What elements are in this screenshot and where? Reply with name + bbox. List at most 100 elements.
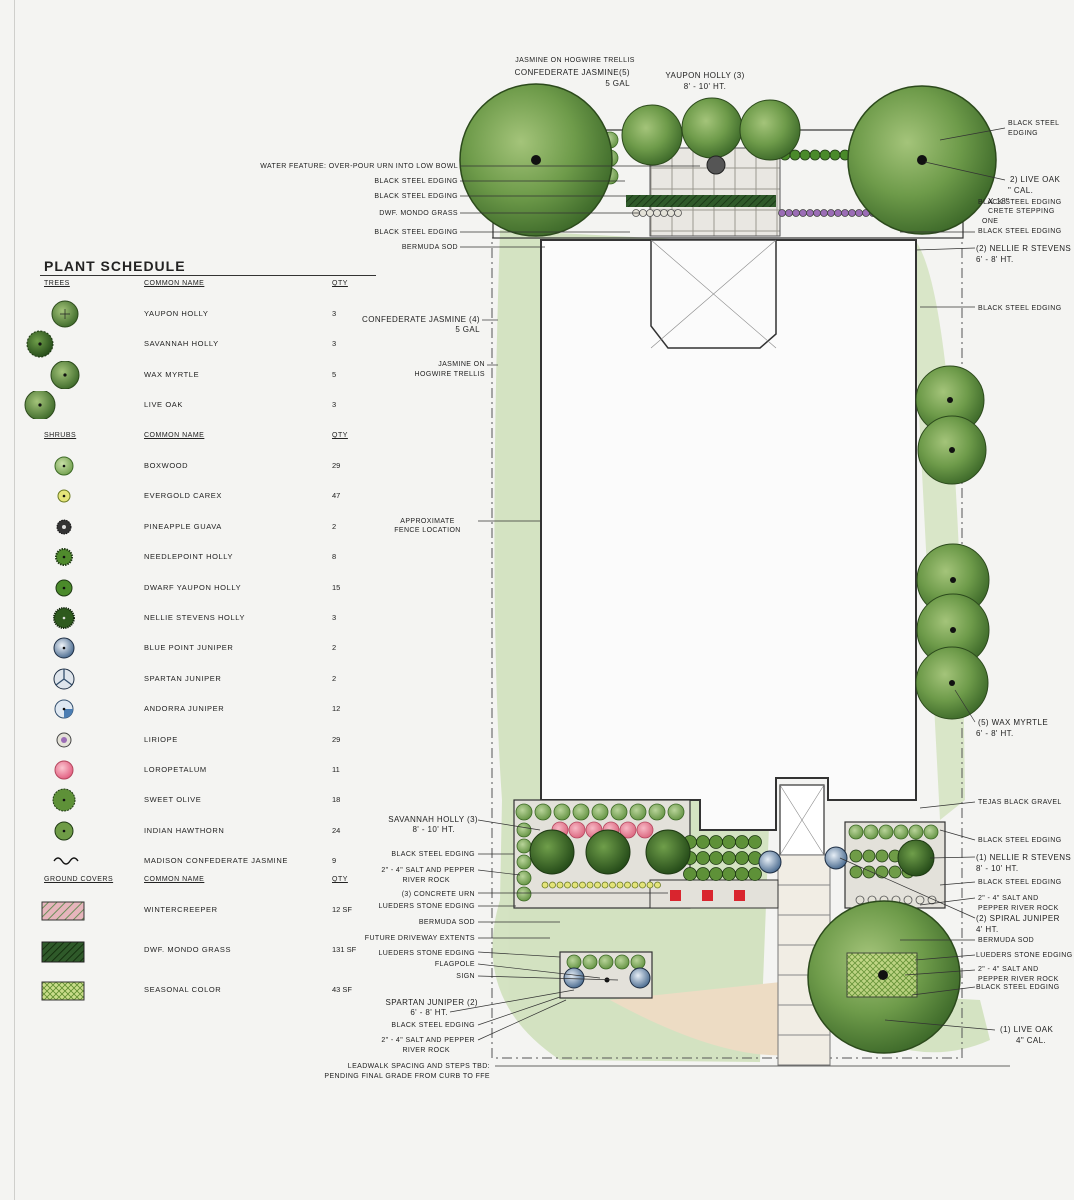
leader-line — [477, 999, 567, 1041]
plant-qty: 8 — [332, 552, 337, 562]
savannah-holly-tree — [529, 829, 575, 875]
label-lueders-stone-edging: LUEDERS STONE EDGING — [378, 950, 475, 957]
plant-qty: 3 — [332, 339, 337, 349]
liriope-plant — [855, 209, 863, 217]
label-salt-pepper-rock: 2" - 4" SALT AND — [978, 895, 1039, 902]
label-black-steel-edging: BLACK STEEL EDGING — [976, 984, 1060, 991]
sweet-olive-shrub — [696, 867, 710, 881]
label-nellie-stevens-height: 8' - 10' Ht. — [976, 864, 1019, 873]
label-tejas-black-gravel: TEJAS BLACK GRAVEL — [978, 799, 1062, 806]
concrete-urn — [670, 890, 681, 901]
urn-bed — [649, 879, 779, 909]
dwarf-yaupon-shrub — [819, 149, 831, 161]
front-shrubs — [515, 803, 939, 970]
plant-name: NELLIE STEVENS HOLLY — [144, 613, 246, 622]
leader-line — [919, 897, 976, 906]
boxwood-shrub — [582, 954, 598, 970]
schedule-col-qty: QTY — [332, 280, 348, 287]
plant-qty: 29 — [332, 461, 341, 470]
label-nellie-stevens-1: (1) NELLIE R STEVENS — [976, 853, 1072, 862]
label-wax-myrtle-height: 6' - 8' Ht. — [976, 729, 1014, 738]
pineapple-guava-icon — [56, 519, 72, 535]
indian-hawthorn-shrub — [849, 849, 863, 863]
boxwood-icon — [54, 456, 74, 476]
liriope-plant — [653, 209, 661, 217]
plant-name: ANDORRA JUNIPER — [144, 704, 225, 714]
indian-hawthorn-icon — [54, 821, 74, 841]
sweet-olive-shrub — [696, 851, 710, 865]
label-approximate: APPROXIMATE — [400, 518, 455, 525]
plant-name: PINEAPPLE GUAVA — [144, 521, 222, 531]
schedule-group-heading: GROUND COVERS — [44, 876, 114, 883]
plant-qty: 12 — [332, 704, 341, 714]
spartan-juniper — [563, 967, 585, 989]
label-dwf-mondo-grass: DWF. MONDO GRASS — [379, 210, 458, 217]
label-river-rock: PEPPER RIVER ROCK — [978, 905, 1059, 912]
spiral-juniper — [758, 850, 782, 874]
plant-name: SAVANNAH HOLLY — [144, 339, 219, 349]
plant-name: LIVE OAK — [144, 400, 183, 410]
indian-hawthorn-shrub — [875, 865, 889, 879]
label-lueders-stone-edging: LUEDERS STONE EDGING — [976, 952, 1073, 959]
boxwood-shrub — [667, 803, 685, 821]
boxwood-shrub — [566, 954, 582, 970]
evergold-carex — [549, 881, 556, 889]
label-salt-pepper-rock: 2" - 4" SALT AND — [978, 966, 1039, 973]
sweet-olive-shrub — [735, 835, 749, 849]
boxwood-shrub — [630, 954, 646, 970]
plant-name: YAUPON HOLLY — [144, 309, 209, 318]
label-black-steel-edging: BLACK STEEL EDGING — [978, 837, 1062, 844]
evergold-carex — [624, 881, 631, 889]
liriope-plant — [841, 209, 849, 217]
label-confederate-jasmine-4: CONFEDERATE JASMINE (4) — [362, 315, 480, 324]
boxwood-shrub — [648, 803, 666, 821]
leader-line — [477, 869, 521, 876]
label-wax-myrtle-5: (5) WAX MYRTLE — [978, 718, 1049, 727]
evergold-carex — [646, 881, 654, 889]
sweet-olive-shrub — [735, 851, 749, 865]
boxwood-shrub — [516, 854, 532, 870]
schedule-title: PLANT SCHEDULE — [44, 258, 186, 274]
label-leadwalk-spacing: LEADWALK SPACING AND STEPS TBD: — [347, 1063, 490, 1070]
savannah-holly-icon — [26, 330, 54, 358]
label-black-steel-edging: BLACK STEEL EDGING — [374, 229, 458, 236]
leader-line — [915, 247, 976, 251]
label-black-steel-edging: BLACK STEEL EDGING — [391, 1022, 475, 1029]
liriope-plant — [799, 209, 807, 217]
boxwood-shrub — [614, 954, 630, 970]
sweet-olive-shrub — [696, 835, 710, 849]
label-salt-pepper-rock: 2" - 4" SALT AND PEPPER — [381, 1037, 475, 1044]
evergold-carex — [556, 881, 564, 889]
boxwood-shrub — [516, 838, 532, 854]
leader-lines — [449, 127, 1010, 1067]
label-yaupon-holly-height: 8' - 10' Ht. — [683, 82, 727, 91]
liriope-plant — [660, 209, 668, 217]
indian-hawthorn-shrub — [849, 865, 863, 879]
water-feature-urn — [706, 155, 726, 175]
boxwood-shrub — [893, 824, 909, 840]
leader-line — [904, 969, 976, 976]
liriope-plant — [848, 209, 856, 217]
plant-qty: 15 — [332, 582, 341, 592]
leader-line — [939, 127, 1006, 141]
yaupon-holly-tree — [739, 99, 801, 161]
leader-line — [954, 689, 976, 723]
liriope-plant — [646, 209, 654, 217]
boxwood-shrub — [863, 824, 879, 840]
sweet-olive-shrub — [722, 835, 736, 849]
leader-line — [914, 954, 976, 961]
leader-line — [911, 986, 976, 996]
label-edging: EDGING — [1008, 130, 1039, 137]
schedule-col-qty: QTY — [332, 876, 348, 883]
liriope-plant — [813, 209, 821, 217]
boxwood-shrub — [591, 803, 609, 821]
